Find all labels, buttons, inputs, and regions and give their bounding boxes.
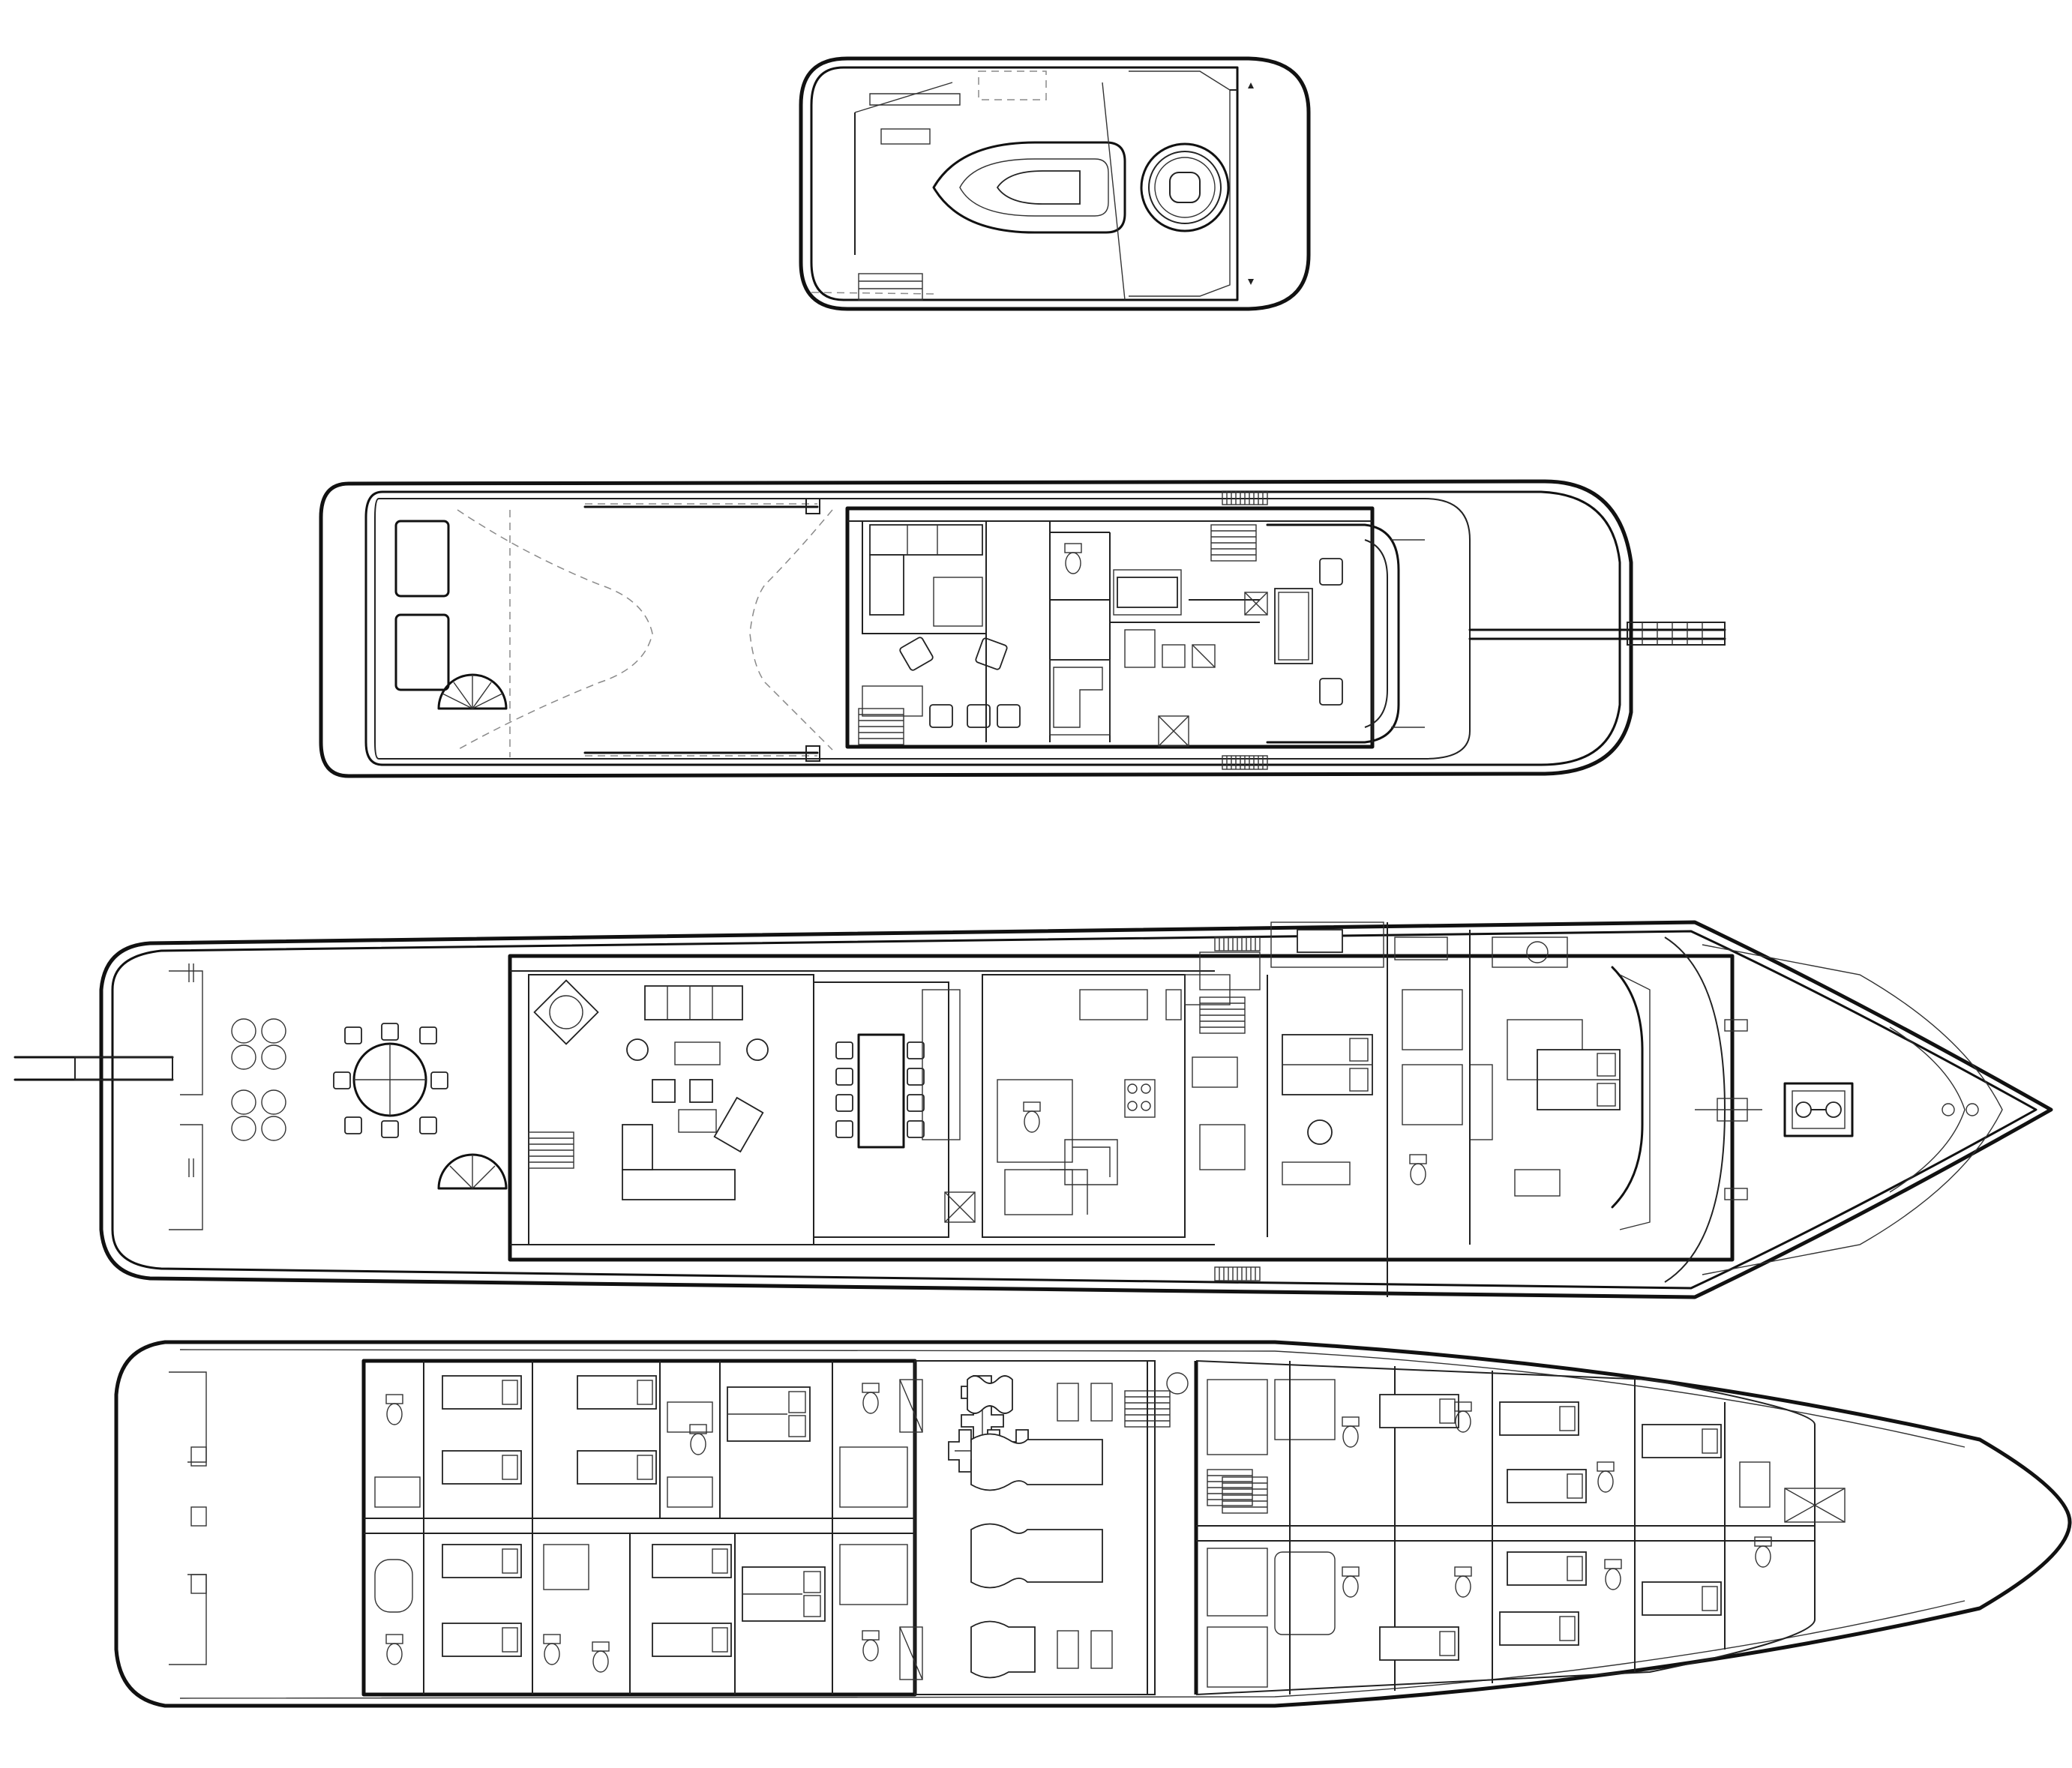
helm-console-icon	[1244, 523, 1400, 744]
round-table-icon	[333, 1023, 448, 1138]
sun-pad-icon	[231, 1018, 286, 1141]
armchair-icon	[899, 637, 1021, 728]
anchor-windlass-icon	[1783, 1082, 1854, 1137]
dining-table-icon	[835, 1033, 925, 1149]
hot-tub-icon	[932, 141, 1126, 234]
twin-bed-icon	[442, 1375, 732, 1657]
sun-deck-plan	[799, 56, 1311, 311]
galley-icon	[982, 974, 1186, 1238]
bridge-deck-plan	[319, 479, 1726, 778]
double-bed-icon	[1282, 1034, 1373, 1095]
double-bed-icon	[727, 1386, 826, 1622]
lower-deck-plan	[114, 1340, 2072, 1708]
stair-icon	[1222, 1476, 1268, 1514]
spiral-stair-icon	[437, 673, 508, 710]
tender-crane-icon	[1468, 622, 1726, 646]
spa-pool-icon	[1140, 142, 1230, 232]
sofa-icon	[869, 524, 983, 616]
main-deck-plan	[13, 920, 2053, 1299]
